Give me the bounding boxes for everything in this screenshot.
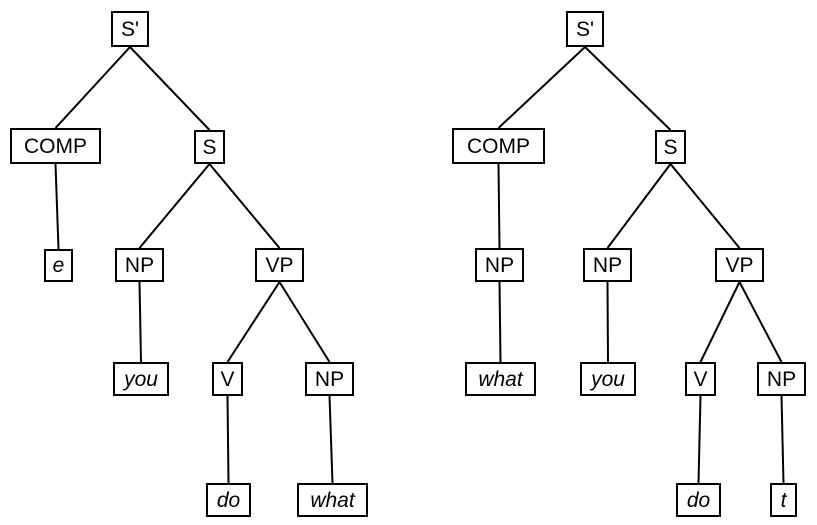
tree-edge bbox=[54, 163, 60, 250]
tree-leaf-e: e bbox=[44, 249, 73, 282]
tree-edge bbox=[278, 281, 331, 363]
tree-node-vp: VP bbox=[255, 248, 304, 282]
tree-node-np: NP bbox=[475, 248, 524, 282]
tree-leaf-t: t bbox=[770, 483, 797, 517]
tree-edge bbox=[738, 281, 783, 363]
tree-edge bbox=[328, 395, 334, 484]
tree-node-v: V bbox=[685, 362, 716, 396]
tree-node-np: NP bbox=[583, 248, 632, 282]
tree-node-np: NP bbox=[115, 248, 164, 282]
tree-edge bbox=[697, 395, 702, 484]
tree-leaf-you: you bbox=[113, 362, 169, 396]
tree-node-vp: VP bbox=[715, 248, 764, 282]
tree-edge bbox=[669, 163, 741, 249]
tree-node-comp: COMP bbox=[452, 128, 545, 164]
tree-node-np: NP bbox=[305, 362, 354, 396]
tree-leaf-do: do bbox=[206, 483, 251, 517]
tree-edge bbox=[226, 281, 281, 363]
tree-edge bbox=[129, 46, 211, 131]
tree-leaf-what: what bbox=[297, 483, 368, 517]
tree-leaf-do: do bbox=[676, 483, 721, 517]
tree-edge bbox=[606, 163, 672, 249]
tree-leaf-you: you bbox=[580, 362, 636, 396]
tree-edge bbox=[606, 281, 609, 363]
tree-edge bbox=[138, 163, 211, 249]
tree-node-v: V bbox=[212, 362, 243, 396]
tree-edge bbox=[208, 163, 281, 249]
tree-edge bbox=[226, 395, 230, 484]
tree-edge bbox=[498, 281, 502, 363]
tree-node-comp: COMP bbox=[10, 128, 101, 164]
tree-leaf-what: what bbox=[465, 362, 536, 396]
tree-node-s: S' bbox=[111, 11, 149, 47]
tree-node-s: S bbox=[655, 130, 686, 164]
tree-edge bbox=[497, 46, 586, 129]
tree-node-s: S' bbox=[566, 11, 604, 47]
tree-node-s: S bbox=[194, 130, 225, 164]
tree-node-np: NP bbox=[757, 362, 806, 396]
tree-edge bbox=[699, 281, 741, 363]
tree-edge bbox=[780, 395, 785, 484]
tree-edge bbox=[138, 281, 142, 363]
tree-edge bbox=[54, 46, 131, 129]
tree-edge bbox=[497, 163, 501, 249]
tree-edge bbox=[584, 46, 672, 131]
